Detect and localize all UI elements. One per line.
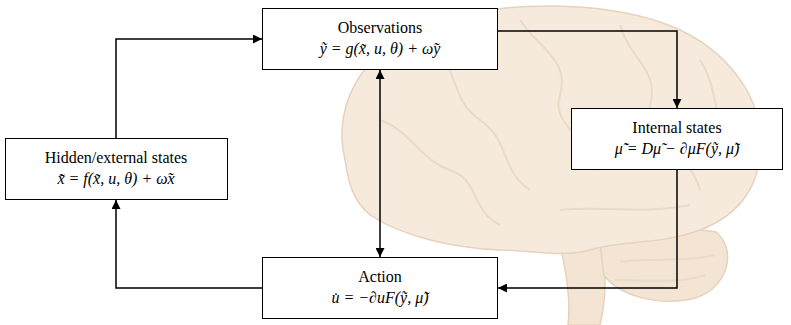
flow-arrow: [116, 200, 262, 288]
box-title: Hidden/external states: [45, 148, 188, 169]
equation: u̇ = −∂uF(ỹ, μ̃): [331, 288, 428, 309]
equation: x̃̇ = f(x̃, u, θ) + ω̃x: [57, 169, 174, 190]
process-box: Observationsỹ = g(x̃, u, θ) + ω̃y: [262, 8, 498, 70]
equation: μ̃̇ = Dμ̃ − ∂μF(ỹ, μ̃): [615, 139, 740, 160]
process-box: Actionu̇ = −∂uF(ỹ, μ̃): [262, 257, 498, 319]
box-title: Observations: [338, 18, 422, 39]
flow-arrow: [116, 39, 262, 138]
box-title: Internal states: [632, 118, 721, 139]
flow-arrow: [379, 70, 381, 257]
box-title: Action: [358, 267, 402, 288]
flow-arrow: [498, 31, 677, 108]
process-box: Internal statesμ̃̇ = Dμ̃ − ∂μF(ỹ, μ̃): [571, 108, 783, 170]
flow-arrow: [498, 170, 677, 288]
brain-stem: [560, 245, 605, 325]
equation: ỹ = g(x̃, u, θ) + ω̃y: [320, 39, 441, 60]
process-box: Hidden/external statesx̃̇ = f(x̃, u, θ) …: [5, 138, 228, 200]
